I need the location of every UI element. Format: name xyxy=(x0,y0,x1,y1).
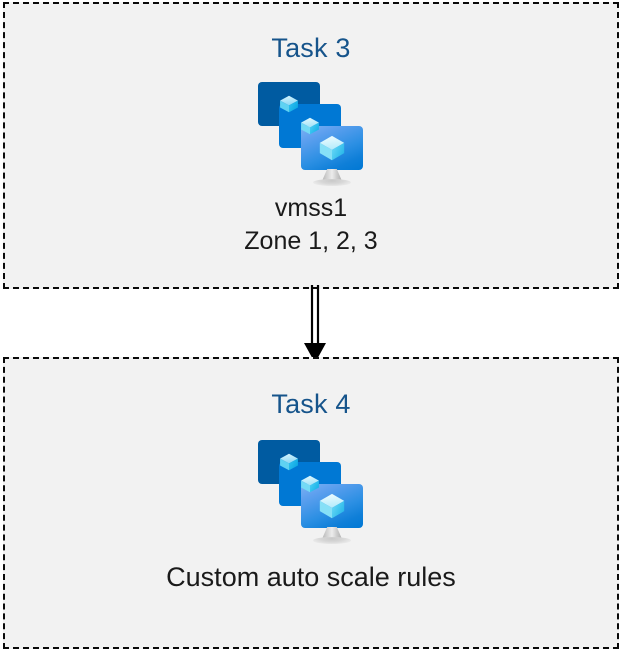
cube-icon-back xyxy=(280,95,298,113)
monitor-stand-neck xyxy=(322,527,342,539)
task-3-caption-zones: Zone 1, 2, 3 xyxy=(244,227,378,255)
task-3-caption-name: vmss1 xyxy=(274,194,348,222)
cube-icon-middle xyxy=(301,475,319,493)
monitor-stand-base xyxy=(313,179,351,186)
monitor-stand-neck xyxy=(322,169,342,181)
task-box-task-4: Task 4 xyxy=(3,357,619,649)
task-3-title: Task 3 xyxy=(271,33,351,63)
cube-icon-back xyxy=(280,453,298,471)
task-box-task-3: Task 3 xyxy=(3,2,619,289)
task-4-caption-rules: Custom auto scale rules xyxy=(166,562,456,592)
task-4-title: Task 4 xyxy=(271,389,351,419)
monitor-stand-base xyxy=(313,537,351,544)
connector-arrow-task3-to-task4 xyxy=(304,285,326,363)
cube-icon-front xyxy=(319,493,345,519)
cube-icon-front xyxy=(319,135,345,161)
vmss-icon xyxy=(258,82,364,186)
vmss-icon xyxy=(258,440,364,544)
cube-icon-middle xyxy=(301,117,319,135)
